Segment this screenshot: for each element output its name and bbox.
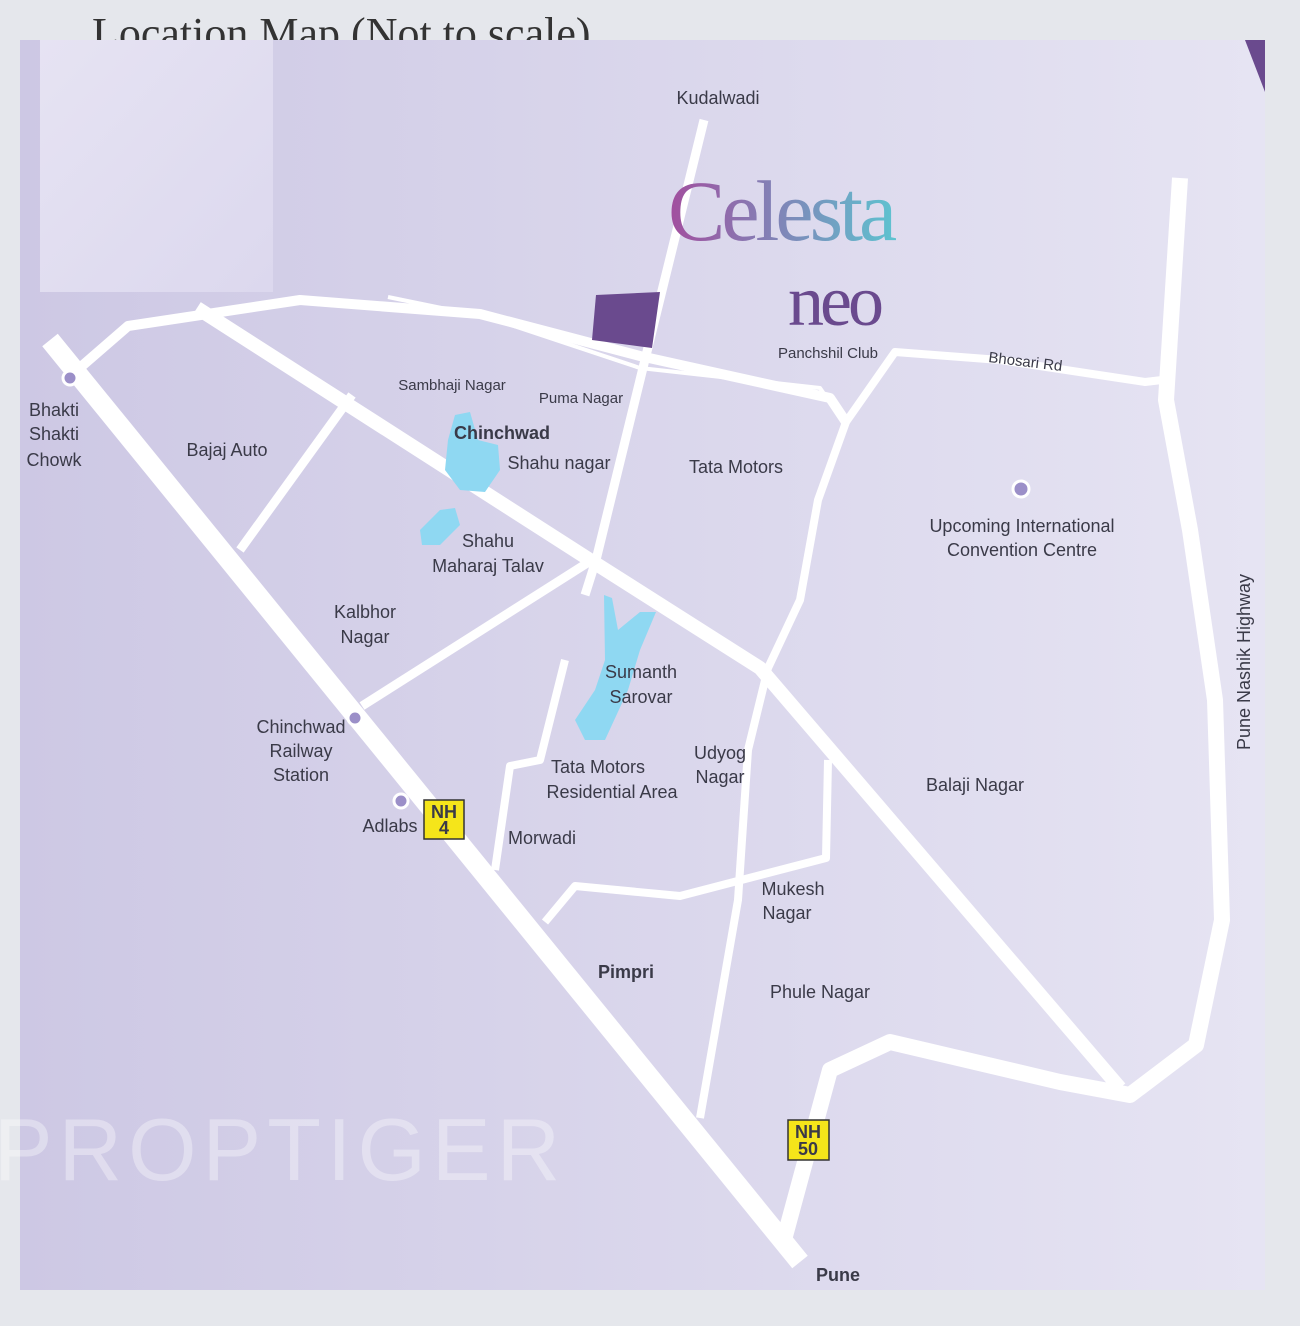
- road-morwadi: [491, 659, 569, 871]
- road-kudalwadi: [580, 118, 709, 597]
- road-diagonal: [193, 302, 1126, 1093]
- label-balaji: Balaji Nagar: [926, 775, 1024, 795]
- project-location-marker: [592, 292, 660, 348]
- label-railway-2: Railway: [269, 741, 332, 761]
- label-mukesh-1: Mukesh: [761, 879, 824, 899]
- label-udyog-1: Udyog: [694, 743, 746, 763]
- road-kalbhor: [359, 556, 595, 710]
- label-kalbhor-2: Nagar: [340, 627, 389, 647]
- convention-centre-dot: [1011, 479, 1031, 499]
- label-shahu-talav-2: Maharaj Talav: [432, 556, 544, 576]
- label-udyog-2: Nagar: [695, 767, 744, 787]
- label-tata-motors: Tata Motors: [689, 457, 783, 477]
- label-kudalwadi: Kudalwadi: [676, 88, 759, 108]
- bhakti-shakti-dot: [61, 369, 79, 387]
- nh4-shield: NH 4: [423, 799, 465, 840]
- label-shahu-nagar: Shahu nagar: [507, 453, 610, 473]
- label-pune: Pune: [816, 1265, 860, 1285]
- nh50-shield: NH 50: [787, 1119, 830, 1161]
- nh50-line1: NH: [795, 1122, 821, 1142]
- sumanth-sarovar-lake: [575, 595, 656, 740]
- road-tata: [696, 420, 850, 1119]
- road-bhosari: [842, 348, 1163, 425]
- label-bajaj-auto: Bajaj Auto: [186, 440, 267, 460]
- label-pune-nashik-highway: Pune Nashik Highway: [1234, 574, 1254, 750]
- nh4-line2: 4: [439, 818, 449, 838]
- label-sambhaji: Sambhaji Nagar: [398, 377, 506, 394]
- label-upcoming-1: Upcoming International: [929, 516, 1114, 536]
- nh50-line2: 50: [798, 1139, 818, 1159]
- label-upcoming-2: Convention Centre: [947, 540, 1097, 560]
- chinchwad-lake: [445, 412, 500, 492]
- nh4-line1: NH: [431, 802, 457, 822]
- label-kalbhor-1: Kalbhor: [334, 602, 396, 622]
- place-labels: Kudalwadi Panchshil Club Bhosari Rd Bhak…: [26, 88, 1254, 1285]
- label-bhakti-2: Shakti: [29, 424, 79, 444]
- label-chinchwad: Chinchwad: [454, 423, 550, 443]
- inset-panel: [40, 40, 273, 292]
- label-adlabs: Adlabs: [362, 816, 417, 836]
- road-mukesh: [541, 759, 832, 925]
- label-bhakti-1: Bhakti: [29, 400, 79, 420]
- logo-line2: neo: [788, 261, 882, 341]
- roads: [42, 118, 1230, 1269]
- label-sumanth-1: Sumanth: [605, 662, 677, 682]
- road-bajaj: [236, 392, 356, 553]
- label-mukesh-2: Nagar: [762, 903, 811, 923]
- label-bhakti-3: Chowk: [26, 450, 82, 470]
- corner-accent: [1245, 40, 1265, 92]
- label-sumanth-2: Sarovar: [609, 687, 672, 707]
- label-railway-3: Station: [273, 765, 329, 785]
- water-bodies: [420, 412, 656, 740]
- label-puma: Puma Nagar: [539, 390, 623, 407]
- label-railway-1: Chinchwad: [256, 717, 345, 737]
- label-morwadi: Morwadi: [508, 828, 576, 848]
- label-tata-res-2: Residential Area: [546, 782, 678, 802]
- shahu-talav-lake: [420, 508, 460, 545]
- label-tata-res-1: Tata Motors: [551, 757, 645, 777]
- celesta-neo-logo: Celesta neo: [668, 163, 900, 341]
- logo-line1: Celesta: [668, 163, 896, 259]
- road-pune-nashik: [777, 177, 1230, 1239]
- adlabs-dot: [392, 792, 410, 810]
- railway-station-dot: [346, 709, 364, 727]
- watermark: PROPTIGER: [0, 1100, 566, 1199]
- label-phule: Phule Nagar: [770, 982, 870, 1002]
- label-shahu-talav-1: Shahu: [462, 531, 514, 551]
- label-panchshil: Panchshil Club: [778, 345, 878, 362]
- label-pimpri: Pimpri: [598, 962, 654, 982]
